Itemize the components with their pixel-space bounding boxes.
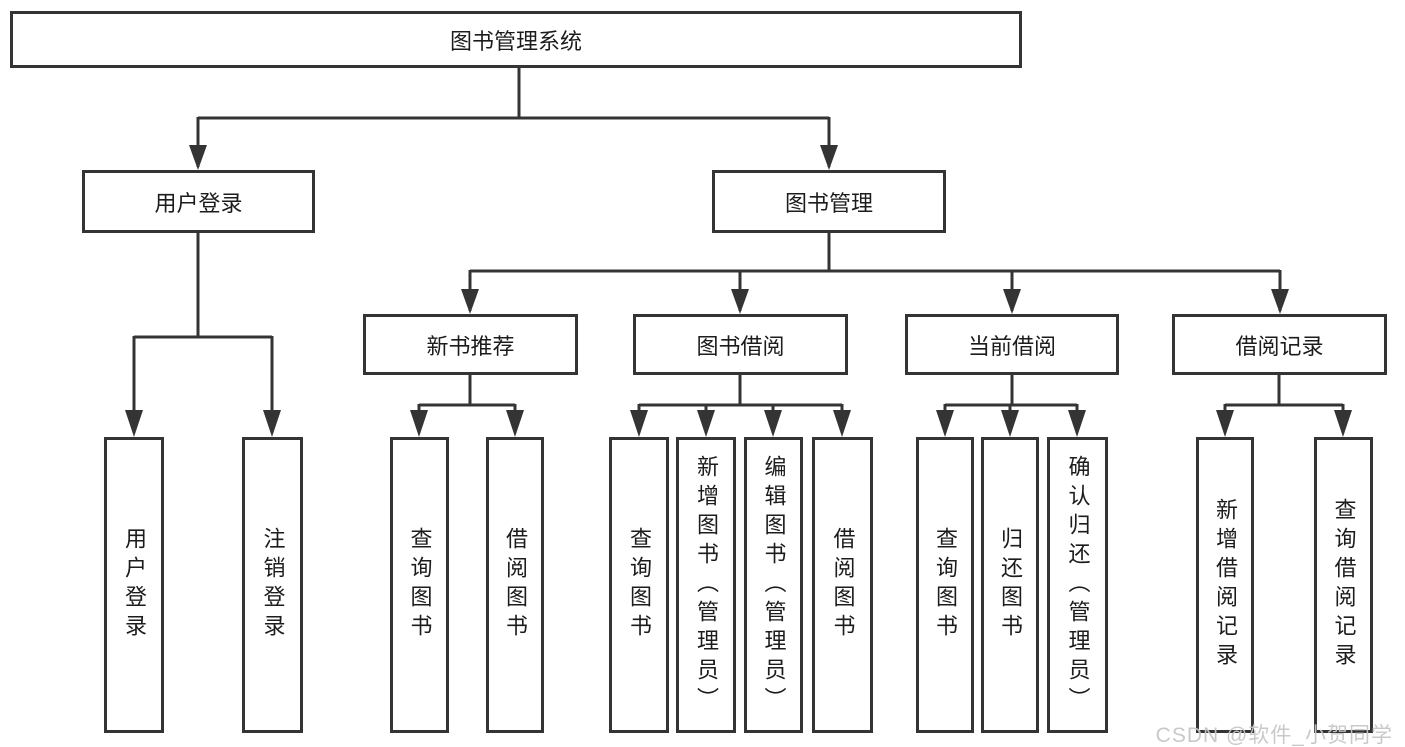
node-current-borrowing: 当前借阅 — [905, 314, 1119, 375]
leaf-edit-books-admin: 编辑图书（管理员） — [744, 437, 803, 733]
node-user-login: 用户登录 — [82, 170, 315, 233]
leaf-add-books-admin: 新增图书（管理员） — [676, 437, 736, 733]
leaf-query-books-borrowing: 查询图书 — [609, 437, 669, 733]
leaf-borrow-books-recommend: 借阅图书 — [486, 437, 544, 733]
node-book-management: 图书管理 — [712, 170, 946, 233]
leaf-user-login: 用户登录 — [104, 437, 164, 733]
node-book-borrowing: 图书借阅 — [633, 314, 848, 375]
node-borrowing-records: 借阅记录 — [1172, 314, 1387, 375]
leaf-query-books-current: 查询图书 — [916, 437, 974, 733]
leaf-return-books: 归还图书 — [981, 437, 1039, 733]
node-root-system: 图书管理系统 — [10, 11, 1022, 68]
leaf-logout: 注销登录 — [242, 437, 303, 733]
leaf-add-borrow-record: 新增借阅记录 — [1196, 437, 1254, 733]
node-new-book-recommend: 新书推荐 — [363, 314, 578, 375]
leaf-confirm-return-admin: 确认归还（管理员） — [1047, 437, 1108, 733]
leaf-query-books-recommend: 查询图书 — [390, 437, 449, 733]
csdn-watermark: CSDN @软件_小贺同学 — [1155, 724, 1393, 747]
leaf-borrow-books: 借阅图书 — [812, 437, 873, 733]
leaf-query-borrow-record: 查询借阅记录 — [1314, 437, 1373, 733]
